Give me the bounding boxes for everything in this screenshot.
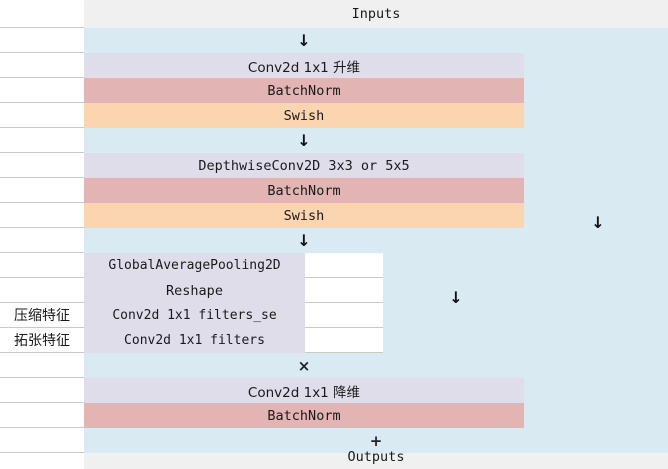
multiply-symbol: ×	[297, 356, 311, 375]
block-globalaveragepooling2d: GlobalAveragePooling2D	[84, 253, 305, 278]
block-label: Reshape	[166, 282, 223, 299]
side-label-compress: 压缩特征	[0, 303, 84, 328]
block-label: GlobalAveragePooling2D	[108, 258, 281, 273]
block-label: Conv2d 1x1 filters_se	[112, 308, 277, 323]
arrow-down-icon: ↓	[297, 30, 311, 50]
block-conv2d-1x1-filters-se: Conv2d 1x1 filters_se	[84, 303, 305, 328]
gutter-row	[0, 453, 84, 469]
block-reshape: Reshape	[84, 278, 305, 303]
block-conv2d-1x1-filters: Conv2d 1x1 filters	[84, 328, 305, 353]
block-label: Swish	[283, 107, 325, 124]
gutter-row	[0, 203, 84, 228]
block-batchnorm-3: BatchNorm	[84, 403, 524, 428]
block-label: Conv2d 1x1 filters	[124, 333, 265, 348]
block-label: BatchNorm	[267, 407, 341, 424]
block-label: DepthwiseConv2D 3x3 or 5x5	[198, 157, 410, 174]
empty-cell	[305, 303, 383, 328]
side-label-expand: 拓张特征	[0, 328, 84, 353]
gutter-row	[0, 53, 84, 78]
outputs-label: Outputs	[347, 449, 405, 465]
gutter-row	[0, 253, 84, 278]
gutter-row	[0, 103, 84, 128]
gutter-row	[0, 353, 84, 378]
gutter-row	[0, 178, 84, 203]
block-label: Swish	[283, 207, 325, 224]
gutter-row	[0, 228, 84, 253]
empty-cell	[305, 253, 383, 278]
inputs-row: Inputs	[84, 0, 668, 28]
empty-cell	[305, 328, 383, 353]
inputs-label: Inputs	[351, 6, 401, 22]
flow-arrow-row-1	[84, 28, 668, 53]
arrow-down-icon: ↓	[297, 130, 311, 150]
block-batchnorm-1: BatchNorm	[84, 78, 524, 103]
gutter-row	[0, 278, 84, 303]
empty-cell	[305, 278, 383, 303]
block-batchnorm-2: BatchNorm	[84, 178, 524, 203]
block-label: BatchNorm	[267, 182, 341, 199]
gutter-row	[0, 78, 84, 103]
block-label: Conv2d 1x1 升维	[247, 59, 361, 76]
outputs-row: Outputs	[84, 449, 668, 469]
gutter-row	[0, 428, 84, 453]
gutter-row	[0, 128, 84, 153]
arrow-down-icon: ↓	[297, 230, 311, 250]
block-swish-2: Swish	[84, 203, 524, 228]
block-depthwiseconv2d: DepthwiseConv2D 3x3 or 5x5	[84, 153, 524, 178]
block-conv2d-1x1-project: Conv2d 1x1 降维	[84, 378, 524, 403]
gutter-row	[0, 153, 84, 178]
block-swish-1: Swish	[84, 103, 524, 128]
block-label: BatchNorm	[267, 82, 341, 99]
arrow-down-icon-side-2: ↓	[449, 287, 463, 307]
block-label: Conv2d 1x1 降维	[247, 384, 361, 401]
gutter-row	[0, 378, 84, 403]
gutter-row	[0, 0, 84, 28]
block-conv2d-1x1-expand: Conv2d 1x1 升维	[84, 53, 524, 78]
gutter-row	[0, 403, 84, 428]
plus-symbol: +	[369, 431, 383, 450]
gutter-row	[0, 28, 84, 53]
arrow-down-icon-side-1: ↓	[591, 212, 605, 232]
